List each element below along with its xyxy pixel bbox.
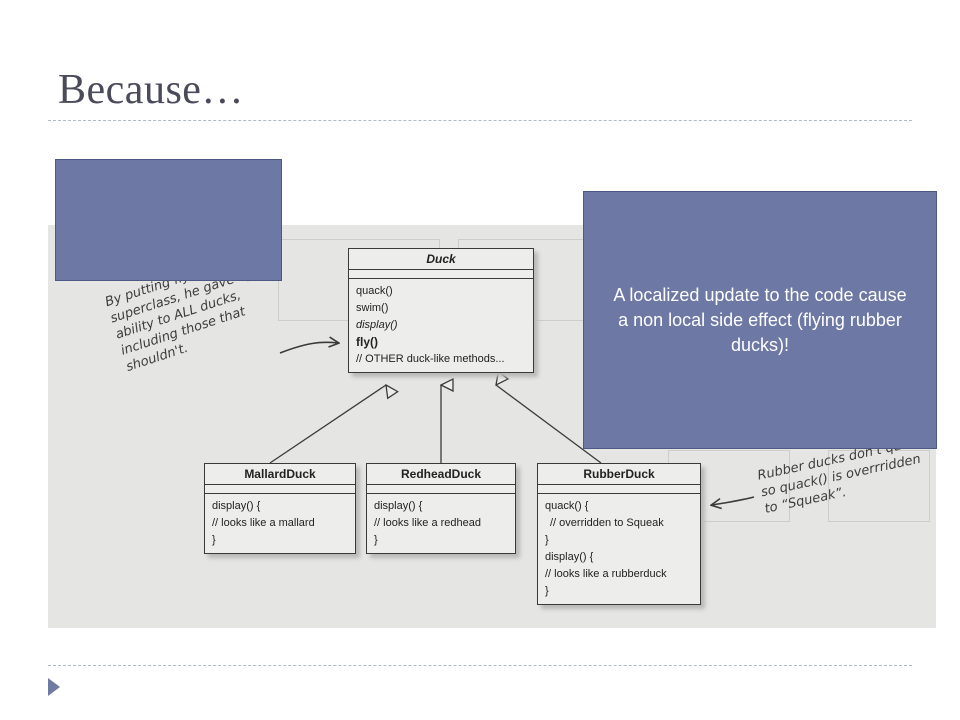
method: display() {	[374, 500, 423, 512]
method: quack()	[356, 285, 393, 297]
class-rubber-name: RubberDuck	[538, 464, 700, 485]
inheritance-line-mallard	[269, 385, 386, 464]
method: }	[545, 585, 549, 597]
class-redhead-name: RedheadDuck	[367, 464, 515, 485]
class-duck-methods: quack() swim() display() fly() // OTHER …	[349, 279, 533, 372]
cover-box	[55, 159, 282, 281]
method: display()	[356, 319, 398, 331]
method: }	[545, 534, 549, 546]
class-duck-name: Duck	[349, 249, 533, 270]
method: // OTHER duck-like methods...	[356, 353, 505, 365]
class-rubber-duck: RubberDuck quack() { // overridden to Sq…	[537, 463, 701, 605]
class-mallard-name: MallardDuck	[205, 464, 355, 485]
method: // looks like a redhead	[374, 517, 482, 529]
method: }	[374, 534, 378, 546]
method: display() {	[212, 500, 261, 512]
method: quack() {	[545, 500, 589, 512]
inheritance-line-rubber	[496, 385, 602, 464]
method: swim()	[356, 302, 389, 314]
method: }	[212, 534, 216, 546]
callout-box: A localized update to the code cause a n…	[583, 191, 937, 449]
method: // overridden to Squeak	[550, 517, 664, 529]
callout-text: A localized update to the code cause a n…	[613, 284, 907, 355]
method: // looks like a rubberduck	[545, 568, 667, 580]
class-mallard-duck: MallardDuck display() { // looks like a …	[204, 463, 356, 554]
method-fly: fly()	[356, 335, 378, 349]
title-divider	[48, 120, 912, 121]
class-duck: Duck quack() swim() display() fly() // O…	[348, 248, 534, 373]
note-arrow-left	[279, 342, 338, 354]
method: display() {	[545, 551, 594, 563]
ghost-box	[828, 450, 930, 522]
note-arrow-right	[712, 496, 755, 505]
class-redhead-duck: RedheadDuck display() { // looks like a …	[366, 463, 516, 554]
slide-title: Because…	[58, 67, 244, 113]
method: // looks like a mallard	[212, 517, 315, 529]
diagram-connectors	[269, 225, 755, 628]
bullet-arrow-icon	[48, 678, 60, 696]
footer-divider	[48, 665, 912, 666]
